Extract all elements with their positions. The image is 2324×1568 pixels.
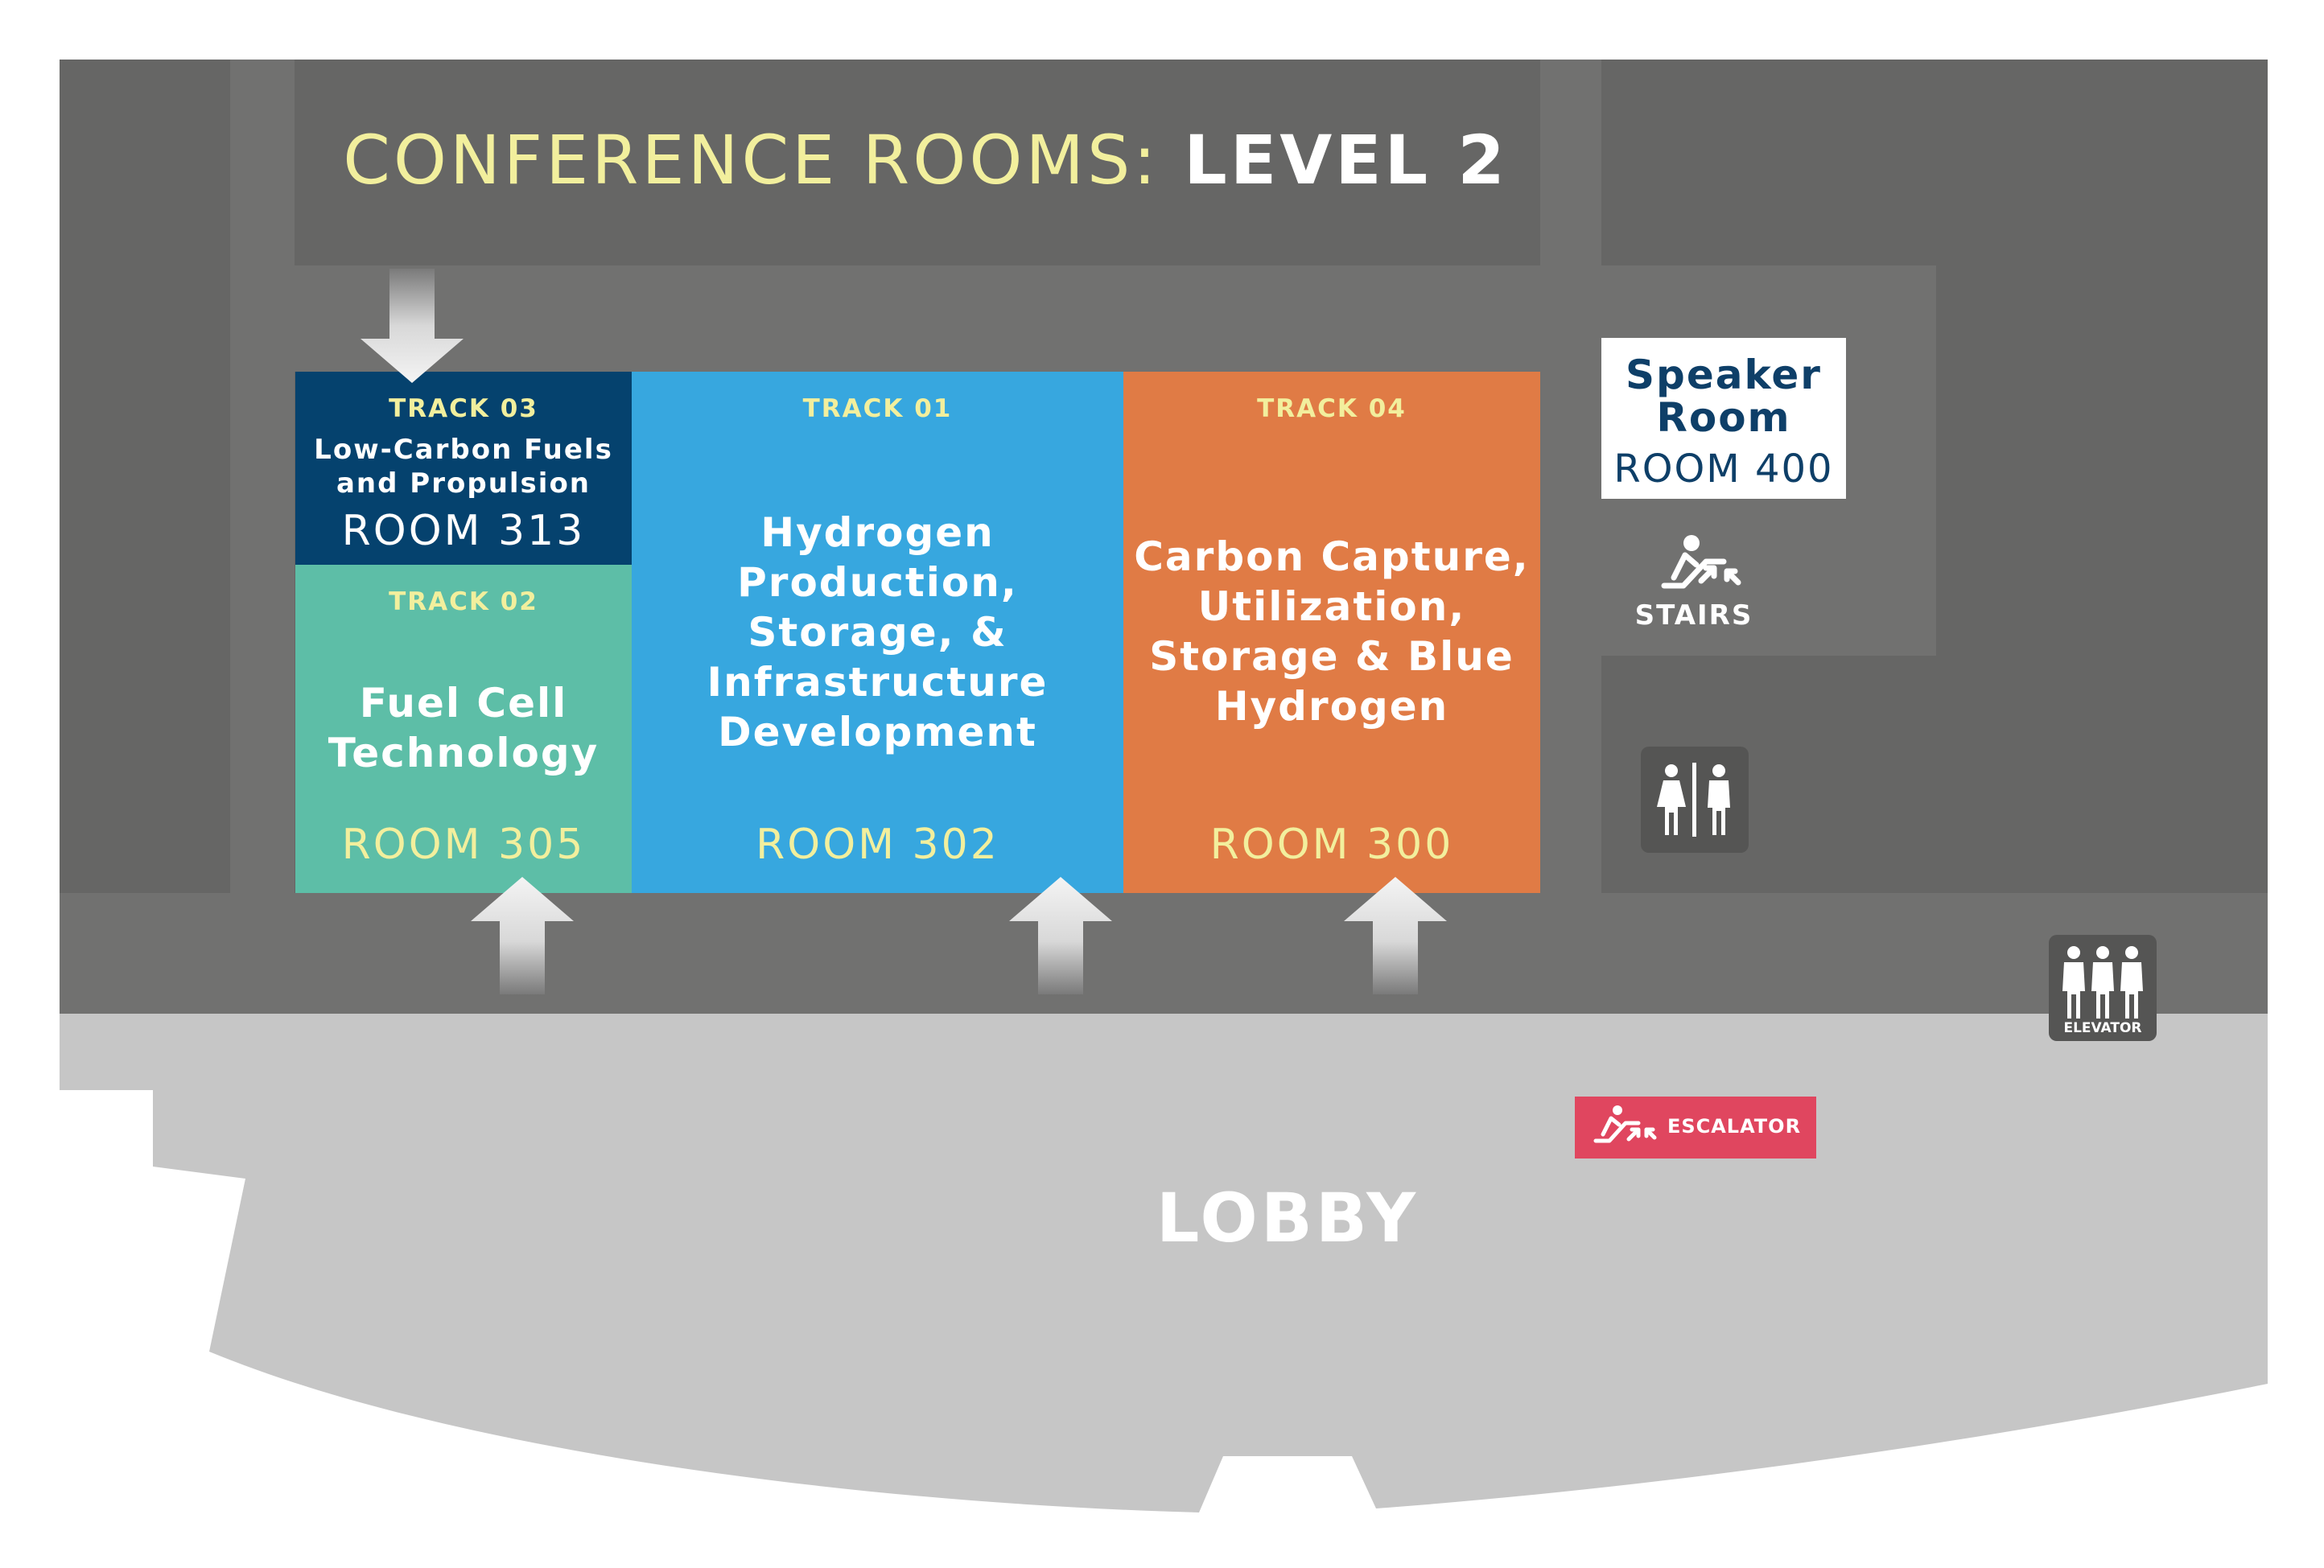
room-300-name: Carbon Capture, Utilization, Storage & B… bbox=[1123, 532, 1540, 731]
lobby-area bbox=[60, 1014, 2268, 1512]
room-305-name-line: Fuel Cell bbox=[359, 680, 568, 726]
page-title: CONFERENCE ROOMS: LEVEL 2 bbox=[290, 121, 1561, 209]
room-300[interactable] bbox=[1123, 372, 1540, 893]
room-305-name: Fuel Cell Technology bbox=[295, 678, 632, 778]
room-300-name-line: Utilization, bbox=[1197, 583, 1466, 630]
room-302-track: TRACK 01 bbox=[802, 394, 953, 423]
lobby-label: LOBBY bbox=[1156, 1179, 1420, 1257]
room-300-name-line: Hydrogen bbox=[1214, 683, 1449, 730]
room-313-track: TRACK 03 bbox=[389, 394, 538, 423]
arrow-up-icon bbox=[1009, 877, 1112, 994]
room-302-name: Hydrogen Production, Storage, & Infrastr… bbox=[632, 508, 1123, 757]
room-400-number: ROOM 400 bbox=[1613, 447, 1834, 492]
room-302-name-line: Infrastructure bbox=[707, 659, 1049, 706]
room-313-name-line: Low-Carbon Fuels bbox=[314, 434, 613, 466]
room-302-name-line: Production, bbox=[737, 559, 1018, 606]
restroom-icon[interactable] bbox=[1641, 747, 1749, 853]
room-400[interactable] bbox=[1601, 338, 1846, 499]
room-302-number: ROOM 302 bbox=[756, 821, 999, 869]
room-305-track: TRACK 02 bbox=[389, 587, 538, 616]
elevator-icon[interactable] bbox=[2049, 935, 2157, 1041]
room-300-track: TRACK 04 bbox=[1257, 394, 1407, 423]
corridor-left-vertical bbox=[230, 60, 295, 924]
room-400-name-line: Speaker bbox=[1626, 352, 1822, 398]
title-block bbox=[295, 60, 1540, 265]
room-400-name: Speaker Room bbox=[1601, 354, 1846, 439]
room-300-name-line: Storage & Blue bbox=[1149, 633, 1514, 680]
room-305[interactable] bbox=[295, 565, 632, 893]
room-313-number: ROOM 313 bbox=[341, 507, 586, 555]
room-400-name-line: Room bbox=[1656, 394, 1791, 441]
elevator-label: ELEVATOR bbox=[2063, 1020, 2142, 1036]
escalator-label: ESCALATOR bbox=[1667, 1115, 1802, 1138]
arrow-up-icon bbox=[471, 877, 574, 994]
arrow-up-icon bbox=[1344, 877, 1447, 994]
room-313-name-line: and Propulsion bbox=[336, 467, 591, 500]
corridor-bottom bbox=[60, 893, 2268, 1017]
room-313-name: Low-Carbon Fuels and Propulsion bbox=[295, 433, 632, 500]
title-prefix: CONFERENCE ROOMS: bbox=[343, 121, 1185, 200]
room-300-number: ROOM 300 bbox=[1209, 821, 1454, 869]
title-level: LEVEL 2 bbox=[1184, 121, 1508, 200]
room-302-name-line: Development bbox=[718, 709, 1037, 755]
room-313[interactable] bbox=[295, 372, 632, 565]
arrow-down-icon bbox=[361, 269, 464, 383]
room-302-name-line: Hydrogen bbox=[760, 509, 995, 556]
escalator-icon bbox=[1593, 1105, 1657, 1143]
room-300-name-line: Carbon Capture, bbox=[1134, 533, 1530, 580]
stairs-label: STAIRS bbox=[1634, 599, 1753, 632]
room-302-name-line: Storage, & bbox=[748, 609, 1007, 656]
room-305-number: ROOM 305 bbox=[341, 821, 586, 869]
stairs-icon[interactable] bbox=[1661, 535, 1741, 589]
room-305-name-line: Technology bbox=[328, 730, 600, 776]
room-302[interactable] bbox=[632, 372, 1123, 893]
